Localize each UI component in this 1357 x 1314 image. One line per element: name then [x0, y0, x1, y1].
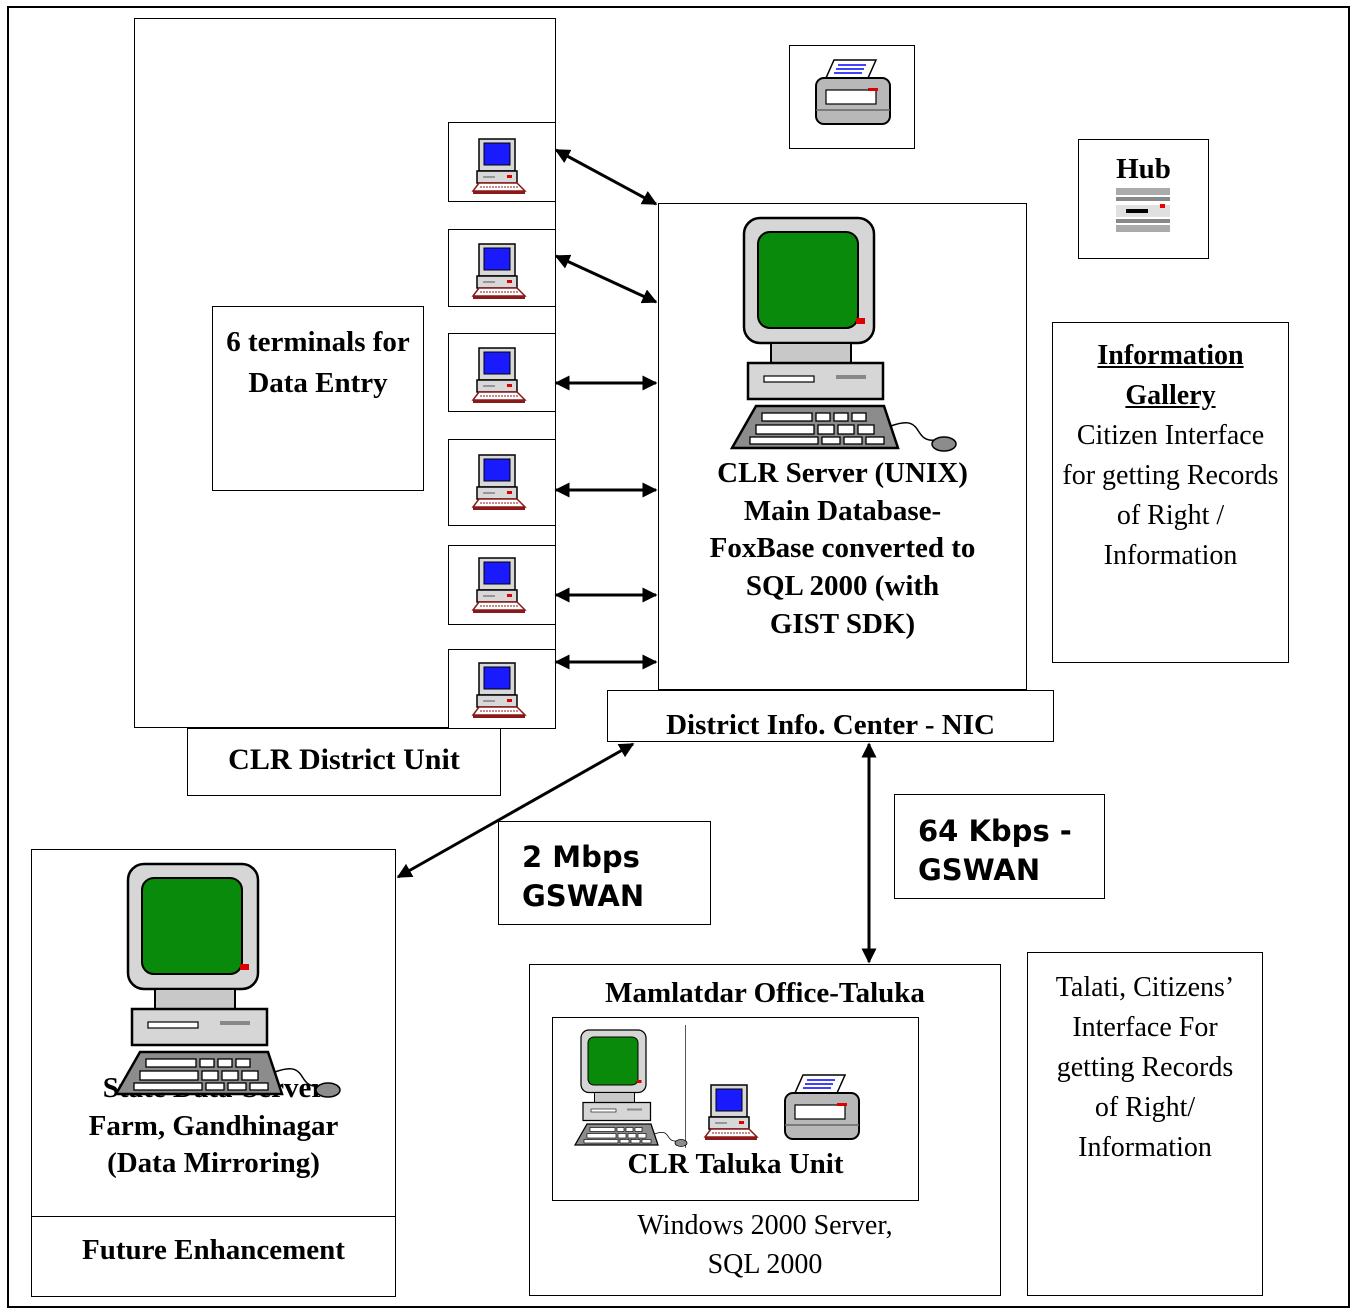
taluka-unit-divider [685, 1025, 686, 1148]
taluka-link-label-box [894, 794, 1105, 899]
state-link-arrow [396, 742, 635, 879]
taluka-link-line: 64 Kbps - [918, 814, 1072, 848]
server-computer-icon [730, 216, 958, 453]
info-gallery: Information Gallery Citizen Interface fo… [1062, 336, 1279, 576]
terminal-icon [472, 138, 526, 195]
hub-icon [1116, 188, 1170, 232]
terminals-label: 6 terminals for Data Entry [226, 326, 410, 399]
terminal-icon [472, 243, 526, 300]
terminal-icon [472, 662, 526, 719]
talati-text: Talati, Citizens’ Interface For getting … [1055, 972, 1235, 1164]
server-line: FoxBase converted to [709, 532, 976, 565]
server-line: Main Database- [743, 494, 942, 527]
info-gallery-title: Gallery [1125, 380, 1216, 412]
printer-icon [815, 59, 891, 125]
taluka-platform-line: Windows 2000 Server, [637, 1210, 893, 1241]
district-info-center-label: District Info. Center - NIC [666, 709, 995, 740]
terminal-icon [472, 347, 526, 404]
server-line: CLR Server (UNIX) [717, 457, 968, 489]
taluka-terminal-icon [704, 1084, 758, 1141]
taluka-printer-icon [784, 1074, 860, 1140]
terminals-label-box [212, 306, 424, 491]
state-server-line: (Data Mirroring) [107, 1147, 320, 1180]
server-line: GIST SDK) [769, 607, 916, 640]
state-server-computer-icon [114, 862, 342, 1099]
state-server-divider [31, 1216, 396, 1217]
taluka-platform-line: SQL 2000 [707, 1248, 823, 1280]
info-gallery-body: Citizen Interface for getting Records of… [1062, 420, 1279, 572]
server-description: CLR Server (UNIX) Main Database- FoxBase… [660, 455, 1025, 643]
server-line: SQL 2000 (with [745, 570, 940, 603]
terminal-links [396, 148, 877, 964]
district-info-center-box [607, 690, 1054, 742]
taluka-link-line: GSWAN [918, 853, 1041, 888]
hub-label: Hub [1116, 153, 1171, 185]
taluka-platform: Windows 2000 Server, SQL 2000 [531, 1207, 999, 1284]
taluka-link-label: 64 Kbps - GSWAN [918, 812, 1072, 890]
taluka-server-icon [574, 1029, 688, 1148]
terminal-icon [472, 557, 526, 614]
state-server-line: Farm, Gandhinagar [88, 1109, 339, 1142]
state-link-line: GSWAN [522, 879, 645, 914]
info-gallery-title: Information [1097, 340, 1244, 371]
taluka-office-title: Mamlatdar Office-Taluka [605, 977, 925, 1009]
link-arrow [554, 148, 658, 206]
future-enhancement-label: Future Enhancement [82, 1234, 345, 1266]
info-gallery-box [1052, 322, 1289, 663]
talati-box [1027, 952, 1263, 1296]
link-arrow [554, 254, 658, 304]
taluka-unit-label: CLR Taluka Unit [627, 1148, 844, 1180]
terminal-icon [472, 454, 526, 511]
